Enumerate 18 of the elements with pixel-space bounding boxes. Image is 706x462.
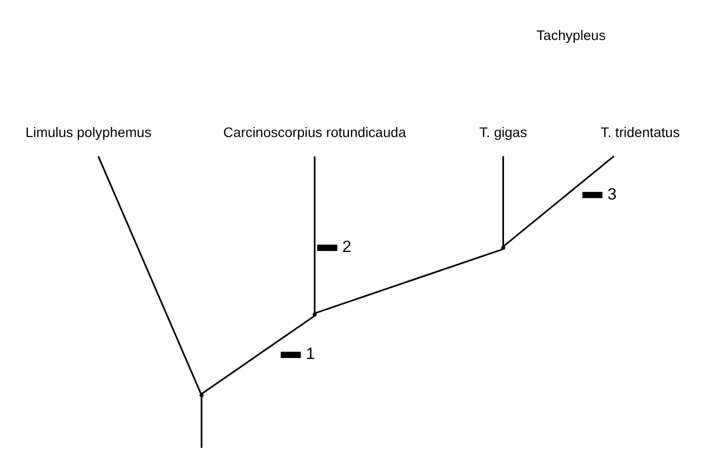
node-point bbox=[312, 312, 317, 316]
connector bbox=[98, 156, 202, 394]
connector bbox=[200, 396, 202, 448]
node-text: T. tridentatus bbox=[600, 123, 680, 140]
connector bbox=[502, 156, 504, 246]
label: Tachypleus bbox=[536, 26, 606, 43]
connector bbox=[503, 154, 614, 246]
node-point bbox=[501, 245, 506, 250]
node-text: T. gigas bbox=[479, 123, 528, 140]
edge-label: 2 bbox=[342, 238, 352, 256]
edge-label: 3 bbox=[608, 184, 617, 203]
connector bbox=[314, 248, 503, 314]
edge-label: 1 bbox=[306, 344, 315, 363]
connector bbox=[201, 314, 315, 394]
node-point bbox=[200, 392, 204, 397]
node-text: Carcinoscorpius rotundicauda bbox=[223, 123, 406, 140]
node-text: Limulus polyphemus bbox=[25, 123, 152, 140]
connector bbox=[314, 156, 316, 312]
